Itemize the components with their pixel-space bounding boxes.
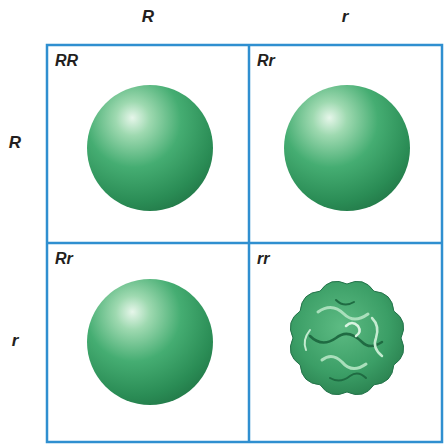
punnett-cell: RR [47,45,249,243]
punnett-cell: Rr [47,243,249,442]
allele-header: R [142,8,154,27]
wrinkled-pea [290,281,403,394]
allele-header: R [9,134,21,153]
allele-header: r [12,332,19,351]
genotype-label: Rr [47,243,73,268]
grid-border [47,45,442,442]
smooth-pea [284,85,410,211]
genotype-label: RR [47,45,78,70]
smooth-pea [87,279,213,405]
grid-divider [47,242,442,245]
smooth-pea [87,85,213,211]
punnett-cell: rr [249,243,442,442]
punnett-cell: Rr [249,45,442,243]
smooth-pea [284,85,410,211]
wrinkle-lines [305,300,382,381]
smooth-pea [87,279,213,405]
grid-lines [47,45,442,442]
genotype-label: rr [249,243,269,268]
smooth-pea [87,85,213,211]
allele-header: r [342,8,349,27]
wrinkled-pea [290,281,403,394]
genotype-label: Rr [249,45,275,70]
